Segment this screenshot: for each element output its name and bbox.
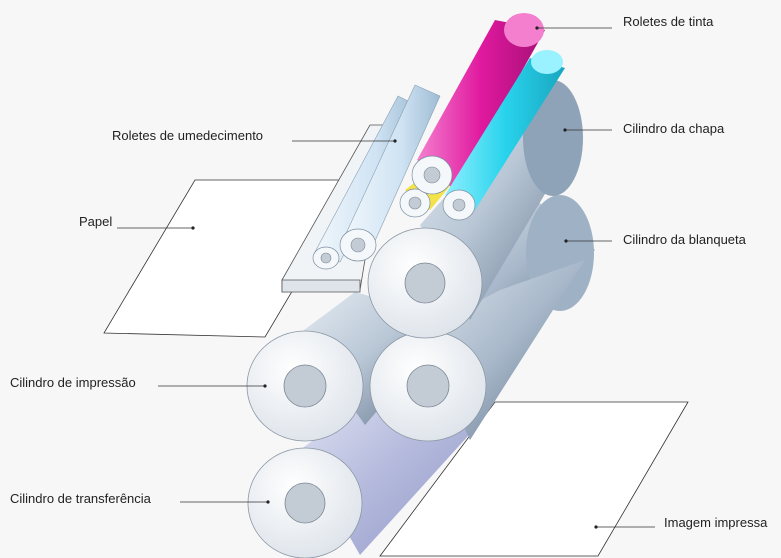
label-dampening-rollers: Roletes de umedecimento	[112, 128, 397, 143]
label-impression-cylinder: Cilindro de impressão	[10, 375, 267, 390]
svg-text:Imagem impressa: Imagem impressa	[664, 515, 768, 530]
label-ink-rollers: Roletes de tinta	[535, 14, 714, 30]
svg-text:Roletes de umedecimento: Roletes de umedecimento	[112, 128, 263, 143]
svg-text:Cilindro de impressão: Cilindro de impressão	[10, 375, 136, 390]
svg-text:Roletes de tinta: Roletes de tinta	[623, 14, 714, 29]
label-plate-cylinder: Cilindro da chapa	[563, 121, 725, 136]
label-transfer-cylinder: Cilindro de transferência	[10, 491, 270, 506]
svg-text:Cilindro da chapa: Cilindro da chapa	[623, 121, 725, 136]
svg-text:Papel: Papel	[79, 214, 112, 229]
svg-text:Cilindro da blanqueta: Cilindro da blanqueta	[623, 232, 747, 247]
svg-text:Cilindro de transferência: Cilindro de transferência	[10, 491, 152, 506]
